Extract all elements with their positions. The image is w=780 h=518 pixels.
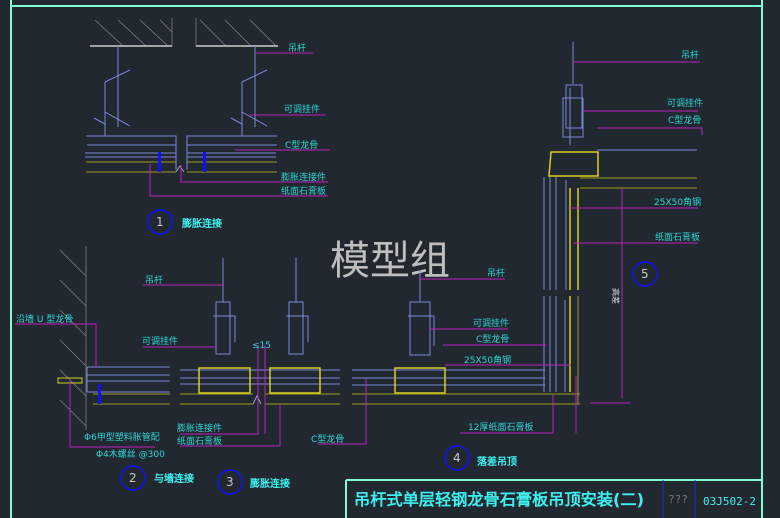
label-c-keel: C型龙骨: [668, 114, 701, 126]
detail-4: 吊杆 可调挂件 C型龙骨 25X50角钢 12厚纸面石膏板 4 落差吊顶: [352, 267, 630, 471]
label-rod: 吊杆: [288, 42, 306, 54]
drawing-code: 03J502-2: [703, 495, 756, 508]
detail-number-4: 4: [453, 451, 461, 465]
detail-marker-5: [632, 261, 658, 287]
title-block: 吊杆式单层轻钢龙骨石膏板吊顶安装(二) ??? 03J502-2: [354, 490, 756, 509]
label-board: 纸面石膏板: [655, 231, 700, 243]
label-board: 纸面石膏板: [281, 185, 326, 197]
label-hanger: 可调挂件: [284, 103, 320, 115]
watermark: 模型组: [330, 238, 450, 284]
label-rod: 吊杆: [487, 267, 505, 279]
detail-number-3: 3: [226, 475, 234, 489]
label-connector: 膨胀连接件: [177, 422, 222, 434]
label-hanger: 可调挂件: [473, 317, 509, 329]
detail-marker-3: [217, 469, 243, 495]
detail-caption-4: 落差吊顶: [477, 455, 517, 468]
label-height: 高差: [611, 288, 621, 304]
label-board: 12厚纸面石膏板: [468, 421, 533, 433]
detail-1: 吊杆 可调挂件 C型龙骨 膨胀连接件 纸面石膏板 1 膨胀连接: [85, 18, 330, 235]
detail-number-2: 2: [129, 471, 137, 485]
detail-number-5: 5: [641, 267, 649, 281]
label-screw: Φ4木螺丝 @300: [96, 448, 165, 460]
drawing-title: 吊杆式单层轻钢龙骨石膏板吊顶安装(二): [354, 490, 644, 509]
detail-2-3: 沿墙 U 型龙骨 Φ6甲型塑料胀管配 Φ4木螺丝 @300 吊杆 可调挂件 ≤1…: [15, 246, 367, 495]
detail-caption-1: 膨胀连接: [182, 217, 222, 230]
label-hanger: 可调挂件: [667, 97, 703, 109]
label-u-keel: 沿墙 U 型龙骨: [16, 313, 73, 325]
label-angle: 25X50角钢: [464, 354, 511, 366]
label-anchor: Φ6甲型塑料胀管配: [84, 431, 160, 443]
label-rod: 吊杆: [681, 49, 699, 61]
page-number: ???: [668, 493, 688, 506]
detail-caption-2: 与墙连接: [154, 472, 194, 485]
detail-5: 吊杆 可调挂件 C型龙骨 25X50角钢 纸面石膏板 高差 5: [543, 42, 703, 398]
label-c-keel: C型龙骨: [476, 333, 509, 345]
label-hanger: 可调挂件: [142, 335, 178, 347]
label-connector: 膨胀连接件: [281, 171, 326, 183]
drawing-frame: [10, 0, 763, 518]
label-angle: 25X50角钢: [654, 196, 701, 208]
detail-number-1: 1: [156, 215, 164, 229]
detail-marker-2: [120, 465, 146, 491]
label-rod: 吊杆: [145, 274, 163, 286]
label-c-keel: C型龙骨: [285, 139, 318, 151]
detail-caption-3: 膨胀连接: [250, 477, 290, 490]
label-gap: ≤15: [252, 341, 271, 351]
label-board: 纸面石膏板: [177, 435, 222, 447]
label-c-keel: C型龙骨: [311, 433, 344, 445]
detail-marker-4: [444, 445, 470, 471]
detail-marker-1: [147, 209, 173, 235]
